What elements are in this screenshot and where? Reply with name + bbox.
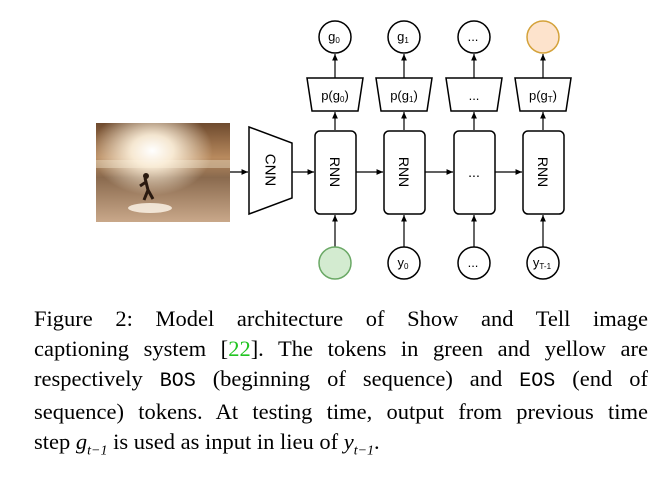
- caption-line-4: sequence) tokens. At testing time, outpu…: [34, 399, 648, 424]
- rnn-cell-label-3: RNN: [535, 157, 551, 187]
- input-token-1: [387, 246, 421, 280]
- caption-line-5: step gt−1 is used as input in lieu of yt…: [34, 429, 380, 459]
- timestep-column-1: g1 p(g1) RNN y0: [375, 20, 433, 280]
- input-token-3: [526, 246, 560, 280]
- output-token-3: [526, 20, 560, 54]
- output-token-label-0: g0: [328, 29, 340, 45]
- caption-line-1: Figure 2: Model architecture of Show and…: [34, 306, 648, 331]
- output-token-label-2: ...: [468, 29, 479, 44]
- prob-block-1: [375, 77, 433, 112]
- rnn-cell-1: [383, 130, 426, 215]
- output-token-label-1: g1: [397, 29, 409, 45]
- citation-link[interactable]: 22: [228, 336, 251, 361]
- timestep-column-3: p(gT) RNN yT-1: [514, 20, 572, 280]
- input-token-2: [457, 246, 491, 280]
- input-token-label-1: y0: [398, 255, 410, 271]
- caption-line-3: respectively BOS (beginning of sequence)…: [34, 366, 648, 393]
- input-token-label-3: yT-1: [533, 255, 552, 271]
- input-photo: [96, 123, 230, 222]
- figure-caption: Figure 2: Model architecture of Show and…: [34, 304, 648, 459]
- prob-label-2: ...: [469, 88, 480, 103]
- rnn-cell-3: [522, 130, 565, 215]
- output-token-0: [318, 20, 352, 54]
- rnn-cell-label-2: ...: [468, 164, 480, 180]
- input-token-label-2: ...: [468, 255, 479, 270]
- caption-line-2: captioning system [22]. The tokens in gr…: [34, 336, 648, 361]
- input-token-0: [318, 246, 352, 280]
- prob-block-0: [306, 77, 364, 112]
- architecture-diagram: CNN g0p(g0)RNNg1p(g1)RNNy0............p(…: [96, 20, 572, 280]
- timestep-column-0: g0 p(g0) RNN: [306, 20, 364, 280]
- cnn-label: CNN: [262, 154, 279, 187]
- prob-block-2: [445, 77, 503, 112]
- output-token-1: [387, 20, 421, 54]
- prob-block-3: [514, 77, 572, 112]
- timestep-column-2: ............: [445, 20, 503, 280]
- prob-label-3: p(gT): [529, 88, 557, 104]
- prob-label-1: p(g1): [390, 88, 418, 104]
- rnn-cell-label-0: RNN: [327, 157, 343, 187]
- eos-token: EOS: [519, 370, 556, 393]
- cnn-block: CNN: [248, 125, 293, 216]
- rnn-cell-0: [314, 130, 357, 215]
- bos-token: BOS: [159, 370, 196, 393]
- rnn-cell-2: [453, 130, 496, 215]
- prob-label-0: p(g0): [321, 88, 349, 104]
- rnn-cell-label-1: RNN: [396, 157, 412, 187]
- output-token-2: [457, 20, 491, 54]
